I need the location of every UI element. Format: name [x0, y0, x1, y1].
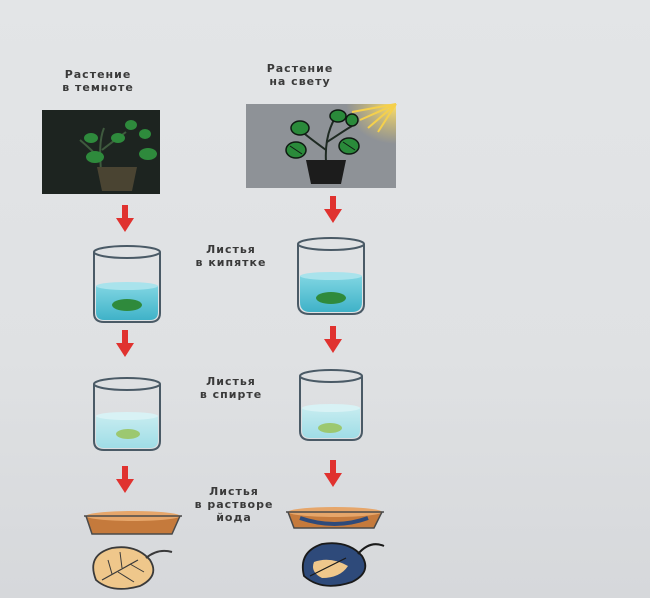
arrow-down-icon — [116, 205, 134, 232]
light-title-line2: на свету — [269, 75, 331, 88]
dark-title-line2: в темноте — [62, 81, 134, 94]
arrow-down-icon — [116, 466, 134, 493]
arrow-down-icon — [324, 460, 342, 487]
result-leaf-light — [301, 542, 385, 587]
dish-iodine-dark — [84, 511, 182, 535]
dark-plant-icon — [79, 120, 157, 191]
arrow-down-icon — [324, 196, 342, 223]
step1-line1: Листья — [206, 243, 256, 256]
step3-line1: Листья — [209, 485, 259, 498]
beaker-alcohol-dark — [93, 377, 161, 451]
step1-line2: в кипятке — [195, 256, 267, 269]
dark-plant-panel — [42, 110, 160, 194]
step-label-boiling: Листья в кипятке — [176, 243, 286, 269]
arrow-down-icon — [116, 330, 134, 357]
arrow-down-icon — [324, 326, 342, 353]
step2-line2: в спирте — [199, 388, 263, 401]
step3-line3: йода — [216, 511, 252, 524]
step-label-iodine: Листья в растворе йода — [176, 485, 292, 524]
dish-iodine-light — [286, 507, 384, 529]
arrows — [116, 196, 342, 493]
step3-line2: в растворе — [194, 498, 274, 511]
step-label-alcohol: Листья в спирте — [176, 375, 286, 401]
light-plant-icon — [285, 109, 360, 184]
beaker-alcohol-light — [299, 369, 363, 441]
light-plant-panel — [246, 103, 397, 188]
light-title-line1: Растение — [266, 62, 334, 75]
beaker-boiling-dark — [93, 245, 161, 323]
light-column-title: Растение на свету — [250, 62, 350, 88]
dark-title-line1: Растение — [64, 68, 132, 81]
step2-line1: Листья — [206, 375, 256, 388]
dark-column-title: Растение в темноте — [48, 68, 148, 94]
result-leaf-dark — [92, 546, 173, 590]
beaker-boiling-light — [297, 237, 365, 315]
